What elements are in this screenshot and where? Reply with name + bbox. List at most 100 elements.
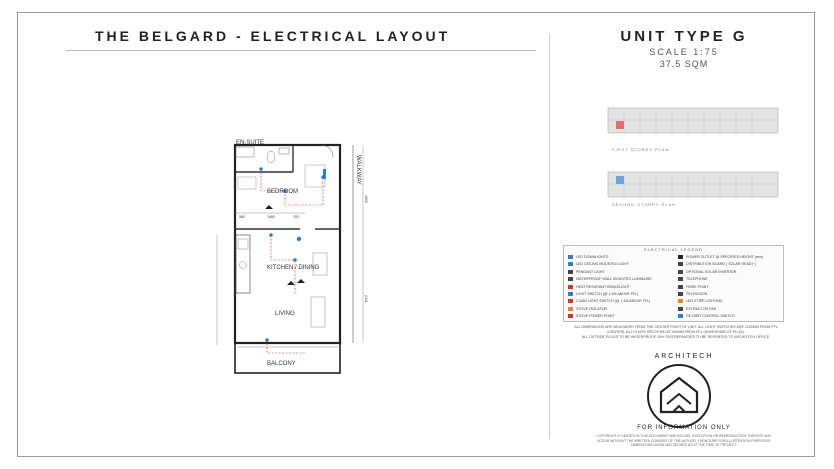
- key-plan-second-storey: [607, 171, 779, 198]
- legend-label: LIGHT SWITCH (@ 1.2M ABOVE FFL): [576, 292, 639, 296]
- dim-label: 4600: [364, 195, 368, 203]
- legend-item: LED STRIP LIGHTING: [678, 298, 722, 304]
- copyright-notice: COPYRIGHT IS VESTED IN THIS DOCUMENT AND…: [580, 434, 788, 448]
- legend-heading: ELECTRICAL LEGEND: [643, 247, 704, 252]
- for-information-only: FOR INFORMATION ONLY: [637, 425, 731, 431]
- entry-door-swing: [320, 144, 334, 158]
- legend-symbol-icon: [678, 299, 683, 304]
- legend-label: GEYSER CONTROL SWITCH: [686, 314, 735, 319]
- room-label-balcony: BALCONY: [267, 361, 296, 367]
- scale-label: SCALE 1:75: [649, 47, 719, 57]
- room-label-bedroom: BEDROOM: [267, 189, 298, 195]
- legend-item: FIBRE POINT: [678, 284, 709, 290]
- legend-label: TELEPHONE: [686, 277, 708, 282]
- legend-symbol-icon: [678, 269, 683, 274]
- area-label: 37.5 SQM: [659, 59, 709, 69]
- legend-label: 2-WAY LIGHT SWITCH (@ 1.2M ABOVE FFL): [576, 299, 651, 304]
- light-fixture: [269, 233, 273, 237]
- legend-label: TELEVISION: [686, 292, 708, 296]
- light-fixture: [293, 258, 297, 262]
- legend-symbol-icon: [568, 255, 573, 260]
- copyright-line: OCCUR WITHOUT THE WRITTEN CONSENT OF THE…: [596, 438, 772, 443]
- legend-label: DISTRIBUTION BOARD ( SOLAR READY ): [686, 262, 757, 267]
- legend-symbol-icon: [678, 306, 683, 311]
- toilet-fixture: [266, 150, 276, 164]
- legend-symbol-icon: [568, 269, 573, 274]
- power-outlet-symbol: [287, 281, 295, 285]
- legend-label: LED DOWNLIGHTS: [576, 255, 609, 259]
- dim-label: 580: [239, 215, 245, 219]
- drawing-sheet-border: [17, 12, 815, 457]
- room-label-ensuite: EN-SUITE: [236, 140, 264, 146]
- legend-symbol-icon: [568, 292, 573, 297]
- legend-item: STOVE ISOLATOR: [568, 306, 607, 312]
- legend-item: DISTRIBUTION BOARD ( SOLAR READY ): [678, 261, 756, 267]
- legend-label: EXTRACTOR FAN: [686, 306, 717, 311]
- power-outlet-symbol: [297, 279, 305, 283]
- key-plan-first-storey: [607, 107, 779, 134]
- legend-symbol-icon: [568, 277, 573, 282]
- legend-label: STOVE POWER POINT: [576, 314, 615, 319]
- legend-symbol-icon: [568, 314, 573, 319]
- legend-label: FIBRE POINT: [686, 284, 709, 289]
- legend-label: POWER OUTLET @ SPECIFIED HEIGHT (mm): [686, 255, 764, 259]
- balcony-outline: [234, 342, 341, 374]
- legend-item: TELEPHONE: [678, 276, 708, 282]
- wardrobe: [237, 176, 257, 190]
- unit-type-title: UNIT TYPE G: [620, 28, 748, 45]
- legend-item: 2-WAY LIGHT SWITCH (@ 1.2M ABOVE FFL): [568, 298, 650, 304]
- legend-symbol-icon: [678, 262, 683, 267]
- legend-item: TELEVISION: [678, 291, 707, 297]
- legend-item: POWER OUTLET @ SPECIFIED HEIGHT (mm): [678, 254, 763, 260]
- sink: [239, 261, 247, 269]
- light-fixture: [259, 167, 263, 171]
- note-line: ALL DIMENSIONS ARE MEASURED FROM THE CEN…: [574, 325, 778, 329]
- legend-item: EXTRACTOR FAN: [678, 306, 716, 312]
- architect-name: ARCHITECH: [654, 353, 714, 360]
- legend-symbol-icon: [678, 255, 683, 260]
- title-underline: [66, 50, 536, 51]
- legend-item: OPTIONAL SOLAR INVERTER: [678, 269, 736, 275]
- legend-item: PENDANT LIGHT: [568, 269, 605, 275]
- drawing-title: THE BELGARD - ELECTRICAL LAYOUT: [95, 28, 451, 44]
- legend-symbol-icon: [568, 306, 573, 311]
- key-plan-label-second: SECOND STOREY PLAN: [612, 202, 677, 207]
- floor-plan: EN-SUITE BEDROOM KITCHEN / DINING LIVING…: [216, 140, 368, 374]
- legend-item: WATERPROOF WALL MOUNTED LUMINAIRE: [568, 276, 652, 282]
- title-block-divider: [549, 34, 550, 439]
- legend-label: PENDANT LIGHT: [576, 269, 605, 274]
- legend-label: HEAT RESISTANT BRAKELIGHT: [576, 284, 630, 289]
- kitchen-circuit: [270, 235, 296, 295]
- dim-label: 2411: [364, 295, 368, 303]
- legend-symbol-icon: [568, 299, 573, 304]
- kitchen-counter: [235, 234, 251, 294]
- distribution-board: [323, 169, 326, 179]
- room-label-walkway: WALKWAY: [355, 155, 361, 185]
- bedroom-circuit: [260, 169, 324, 206]
- legend-label: LED CEILING MOUNTED LIGHT: [576, 262, 630, 267]
- general-notes: ALL DIMENSIONS ARE MEASURED FROM THE CEN…: [566, 325, 786, 340]
- note-line: ALL OUTSIDE PLUGS TO BE WATERPROOF. ANY …: [581, 335, 771, 339]
- key-plan-label-first: FIRST STOREY PLAN: [612, 147, 670, 152]
- unit-highlight-red: [616, 121, 624, 129]
- legend-item: HEAT RESISTANT BRAKELIGHT: [568, 284, 630, 290]
- copyright-line: COPYRIGHT IS VESTED IN THIS DOCUMENT AND…: [596, 434, 772, 438]
- legend-symbol-icon: [568, 284, 573, 289]
- light-fixture: [296, 236, 302, 242]
- legend-symbol-icon: [678, 314, 683, 319]
- legend-label: LED STRIP LIGHTING: [686, 299, 723, 304]
- legend-symbol-icon: [568, 262, 573, 267]
- light-fixture: [265, 338, 269, 342]
- dining-table: [312, 252, 328, 276]
- legend-item: STOVE POWER POINT: [568, 313, 615, 319]
- balcony-circuit: [266, 340, 305, 354]
- legend-symbol-icon: [678, 284, 683, 289]
- power-outlet-symbol: [265, 205, 273, 209]
- legend-item: LED CEILING MOUNTED LIGHT: [568, 261, 629, 267]
- unit-highlight-blue: [616, 176, 624, 184]
- copyright-line: DIMENSIONS GIVEN MAY DEVIATE AS AT THE T…: [631, 443, 737, 447]
- legend-item: LIGHT SWITCH (@ 1.2M ABOVE FFL): [568, 291, 638, 297]
- electrical-legend: ELECTRICAL LEGEND LED DOWNLIGHTS LED CEIL…: [563, 245, 784, 322]
- shower-fixture: [235, 146, 255, 158]
- legend-label: STOVE ISOLATOR: [576, 306, 607, 311]
